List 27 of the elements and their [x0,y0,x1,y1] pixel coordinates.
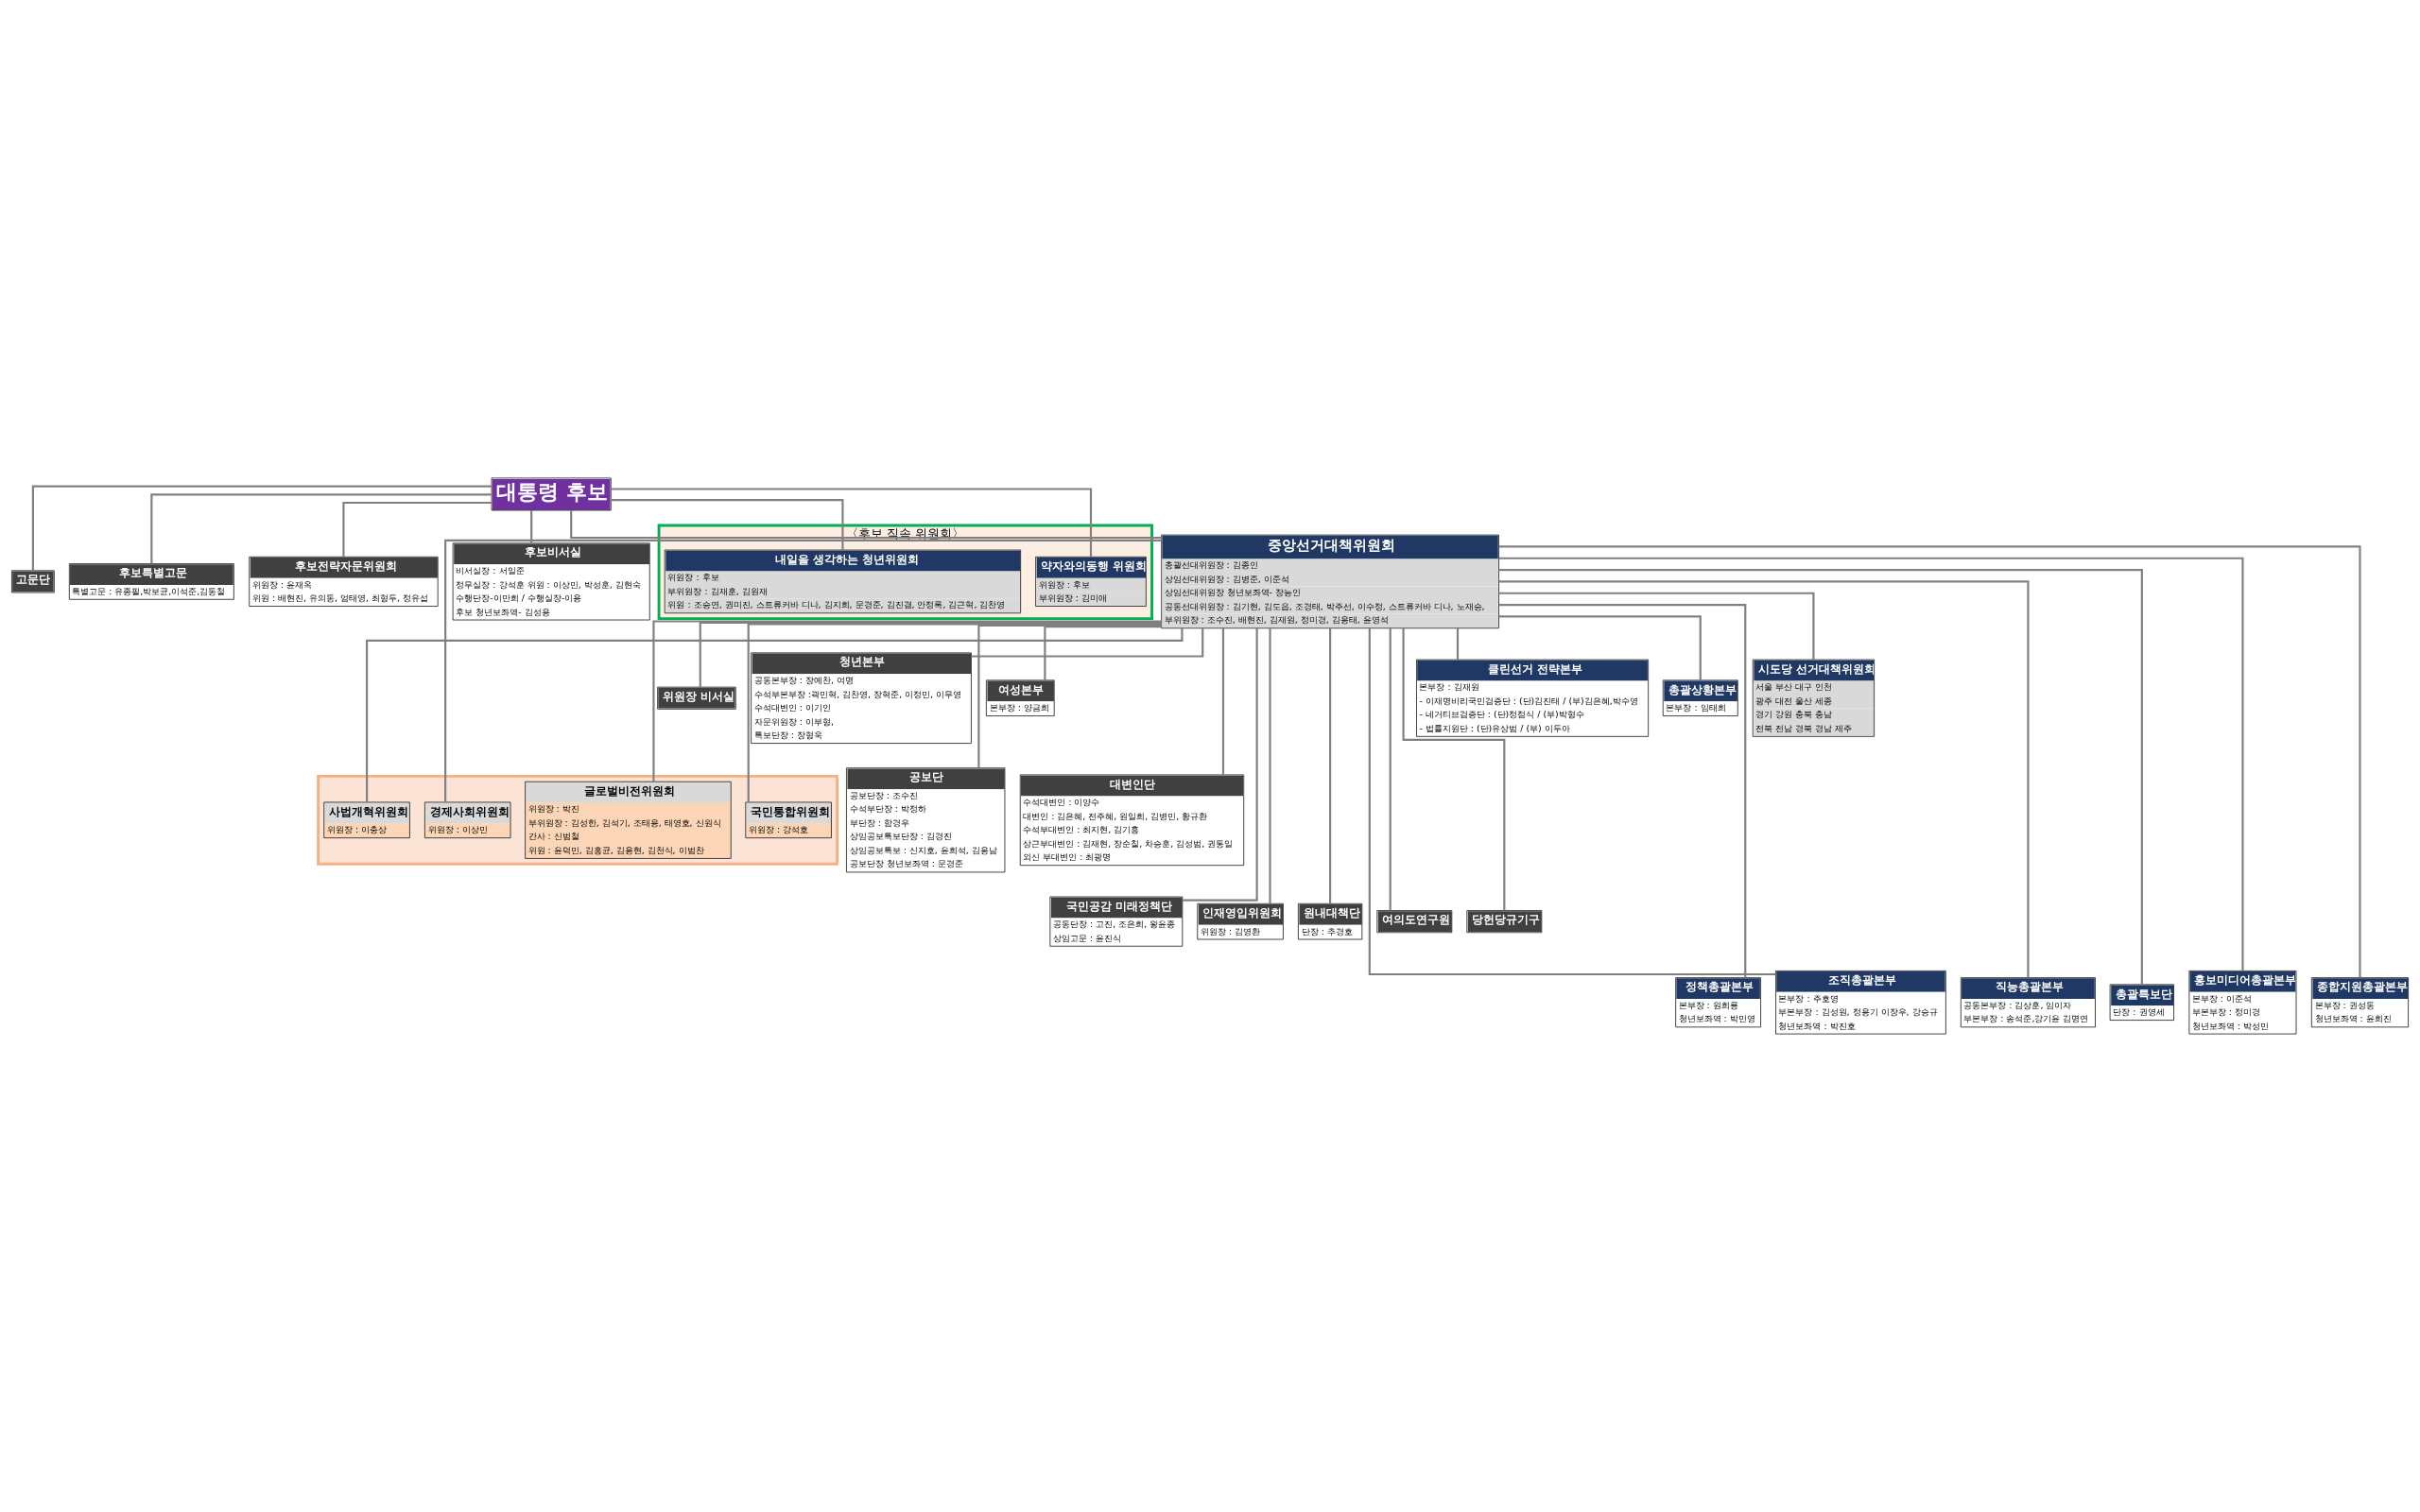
connector [31,485,493,571]
connector [1269,627,1271,904]
connector [342,501,492,558]
connector [1368,627,1776,976]
connector [570,510,1162,540]
connector [1402,627,1506,911]
connector [150,493,492,564]
connector [1221,628,1225,775]
connector [652,620,1162,782]
connector [611,499,844,551]
connector [1329,627,1332,904]
cluster [317,774,839,866]
connector [1498,580,2030,978]
connector [1498,557,2244,971]
connector [1498,592,1815,661]
connector [1182,627,1258,902]
connector [1456,627,1460,660]
connector [611,488,1093,558]
connector [971,627,1204,658]
connector [1498,615,1702,680]
connector [977,624,1162,768]
connector [530,510,533,543]
connector [1044,626,1162,680]
connector [1389,627,1392,911]
connector [1498,604,1747,978]
connector [1498,545,2361,978]
connector [1498,569,2143,985]
